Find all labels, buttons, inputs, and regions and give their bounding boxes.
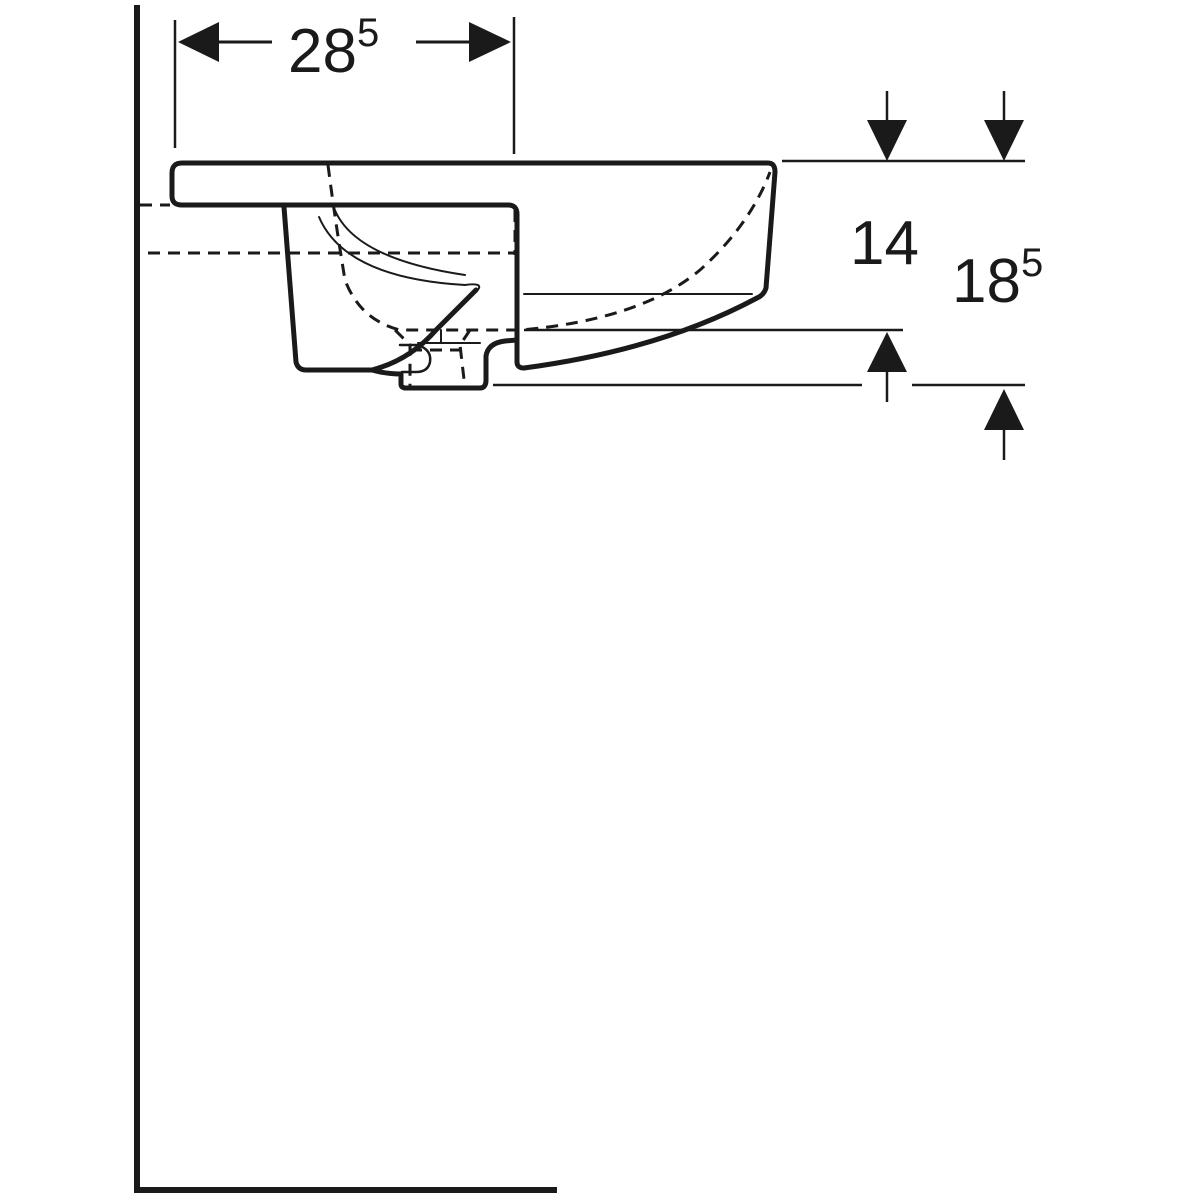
dimension-label-depth: 285 xyxy=(288,11,379,86)
height-inner-base: 14 xyxy=(850,209,919,278)
wall-and-floor xyxy=(134,5,557,1193)
hidden-drain xyxy=(393,328,472,389)
hidden-lines xyxy=(140,164,772,389)
basin-outline xyxy=(169,160,778,391)
basin-body xyxy=(281,204,479,373)
height-total-sup: 5 xyxy=(1021,241,1043,285)
depth-sup: 5 xyxy=(357,11,379,55)
arrow-left-icon xyxy=(178,22,219,62)
arrow-up-icon xyxy=(867,332,907,372)
hidden-bowl-curve xyxy=(326,164,772,332)
height-total-base: 18 xyxy=(952,247,1021,316)
dimension-heights xyxy=(493,91,1025,460)
dimension-depth xyxy=(173,17,516,154)
arrow-down-icon xyxy=(867,120,907,161)
overflow-channel xyxy=(318,216,481,293)
drain-cap xyxy=(398,343,432,374)
arrow-up-icon xyxy=(984,389,1024,430)
arrow-down-icon xyxy=(984,120,1024,161)
overflow-channel-inner xyxy=(332,204,466,276)
arrow-right-icon xyxy=(469,22,511,62)
drain-housing xyxy=(369,337,520,391)
dimension-label-height-total: 185 xyxy=(952,241,1043,316)
basin-bowl-front xyxy=(521,295,760,371)
basin-rim xyxy=(169,160,778,371)
depth-base: 28 xyxy=(288,17,357,86)
dimension-label-height-inner: 14 xyxy=(850,209,919,278)
